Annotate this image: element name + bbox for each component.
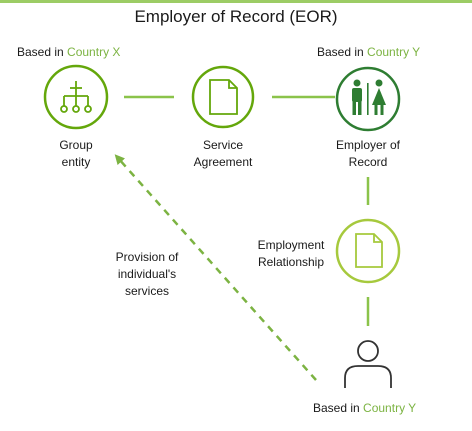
diagram-title: Employer of Record (EOR): [134, 7, 338, 26]
employer-of-record-node: [335, 66, 401, 132]
provision-line2: individual's: [117, 267, 177, 281]
provision-line3: services: [124, 284, 169, 298]
employment-relationship-label-line1: Employment: [257, 238, 325, 252]
eor-location: Based in Country Y: [317, 44, 420, 61]
service-agreement-label: Service Agreement: [173, 137, 273, 171]
group-entity-label-line1: Group: [59, 138, 93, 152]
service-agreement-node: [191, 65, 255, 129]
eor-label-line2: Record: [348, 155, 388, 169]
person-icon: [344, 340, 392, 388]
eor-label-line1: Employer of: [335, 138, 401, 152]
employment-relationship-label-line2: Relationship: [257, 255, 325, 269]
provision-arrow: [114, 154, 317, 381]
service-agreement-label-line2: Agreement: [193, 155, 253, 169]
eor-based-prefix: Based in: [317, 45, 368, 59]
individual-country: Country Y: [363, 401, 417, 415]
individual-location: Based in Country Y: [313, 400, 416, 417]
group-entity-based-prefix: Based in: [17, 45, 68, 59]
restroom-people-icon: [352, 79, 386, 115]
service-document-icon: [209, 79, 238, 115]
group-entity-label-line2: entity: [61, 155, 91, 169]
group-entity-country: Country X: [67, 45, 121, 59]
org-hierarchy-icon: [60, 81, 92, 113]
employment-document-icon: [355, 233, 383, 268]
employment-relationship-label: Employment Relationship: [246, 237, 336, 271]
individual-based-prefix: Based in: [313, 401, 364, 415]
group-entity-label: Group entity: [36, 137, 116, 171]
eor-label: Employer of Record: [318, 137, 418, 171]
group-entity-node: [43, 64, 109, 130]
group-entity-location: Based in Country X: [17, 44, 120, 61]
provision-line1: Provision of: [115, 250, 179, 264]
employment-relationship-node: [335, 218, 401, 284]
provision-label: Provision of individual's services: [99, 249, 195, 300]
top-accent-rule: [0, 0, 472, 3]
eor-country: Country Y: [367, 45, 421, 59]
service-agreement-label-line1: Service: [202, 138, 243, 152]
